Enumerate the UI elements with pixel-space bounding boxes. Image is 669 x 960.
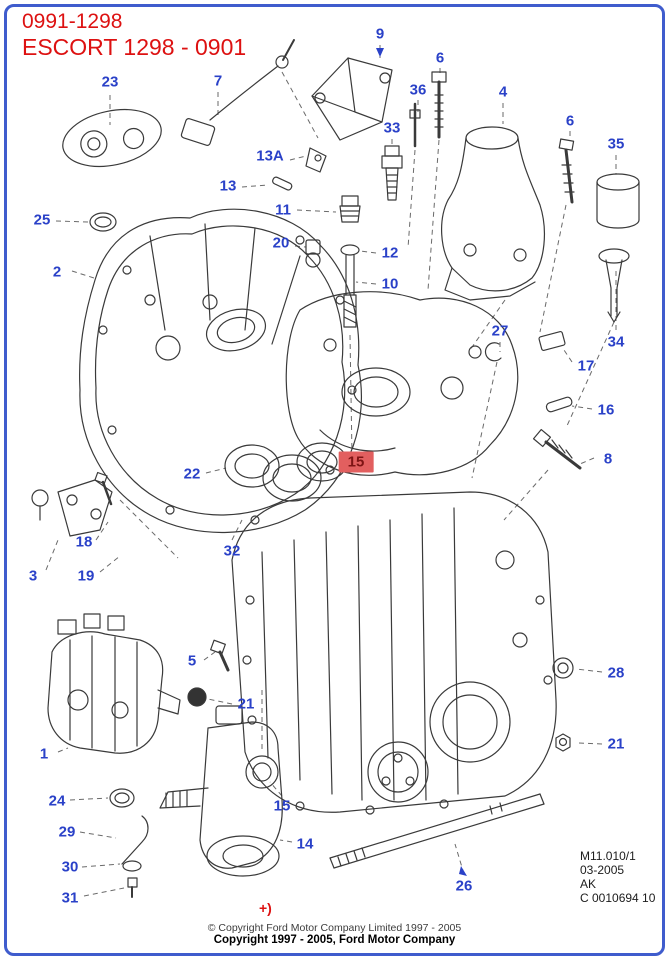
callout-2[interactable]: 2 [52,263,62,281]
bolt-drawing [431,71,447,139]
callout-23[interactable]: 23 [101,73,119,91]
callout-20[interactable]: 20 [272,234,290,252]
bracket13a-drawing [305,147,327,173]
callout-13A[interactable]: 13A [256,147,284,165]
doc-ref-line: C 0010694 10 [580,891,656,905]
callout-34[interactable]: 34 [607,333,625,351]
callout-14[interactable]: 14 [296,835,314,853]
pin-drawing [545,396,573,413]
callout-22[interactable]: 22 [183,465,201,483]
callout-29[interactable]: 29 [58,823,76,841]
c-clip-drawing [484,342,502,362]
seal-rings-drawing [224,442,348,502]
callout-18[interactable]: 18 [75,533,93,551]
seal24-drawing [109,788,135,808]
grommet28-drawing [552,657,574,679]
callout-15[interactable]: 15 [338,451,374,473]
callout-21-2[interactable]: 21 [607,735,625,753]
pin13-drawing [272,176,293,191]
pump-drawing [159,705,283,877]
leader-lines [45,45,617,897]
callout-12[interactable]: 12 [381,244,399,262]
callout-16[interactable]: 16 [597,401,615,419]
gearbox-assembly-drawing [47,613,181,754]
shaft-drawing [329,793,545,869]
callout-36[interactable]: 36 [409,81,427,99]
nut21-drawing [555,733,571,752]
cap-drawing [596,173,640,229]
callout-19[interactable]: 19 [77,567,95,585]
page-title: 0991-1298 ESCORT 1298 - 0901 [22,10,246,61]
callout-32[interactable]: 32 [223,542,241,560]
copyright-line1: © Copyright Ford Motor Company Limited 1… [207,922,462,934]
title-model: ESCORT 1298 - 0901 [22,34,247,61]
callout-8[interactable]: 8 [603,450,613,468]
main-case-drawing [231,491,557,815]
callout-30[interactable]: 30 [61,858,79,876]
callout-7[interactable]: 7 [213,72,223,90]
stud-drawing [409,102,421,148]
doc-ref-line: M11.010/1 [580,849,636,863]
clip-drawing [538,330,566,352]
breather-drawing [339,195,361,328]
callout-6[interactable]: 6 [435,49,445,67]
callout-15-2[interactable]: 15 [273,797,291,815]
callout-5[interactable]: 5 [187,652,197,670]
callout-35[interactable]: 35 [607,135,625,153]
triangular-cover-drawing [311,57,393,141]
callout-28[interactable]: 28 [607,664,625,682]
callout-33[interactable]: 33 [383,119,401,137]
callout-21[interactable]: 21 [237,695,255,713]
grommet-drawing [305,239,321,268]
callout-9[interactable]: 9 [375,25,385,43]
mount-bracket-drawing [31,471,113,537]
callout-13[interactable]: 13 [219,177,237,195]
plug-drawing [598,248,630,323]
ring-drawing [89,212,117,232]
callout-26-arrow-icon [459,866,467,876]
bolt3-drawing [532,428,582,470]
upper-case-drawing [285,291,519,476]
callout-25[interactable]: 25 [33,211,51,229]
cable-drawing [180,39,295,146]
plug21-drawing [187,687,207,707]
callout-27[interactable]: 27 [491,322,509,340]
title-code: 0991-1298 [22,10,123,33]
housing-drawing [441,126,545,301]
bolt5-drawing [210,639,230,672]
callout-17[interactable]: 17 [577,357,595,375]
callout-31[interactable]: 31 [61,889,79,907]
bolt2-drawing [558,138,575,204]
callout-11[interactable]: 11 [275,201,291,219]
copyright-block: © Copyright Ford Motor Company Limited 1… [0,923,669,946]
doc-ref-line: 03-2005 [580,863,625,877]
callout-9-arrow-icon [376,48,384,57]
callout-1[interactable]: 1 [39,745,49,763]
cover-plate-drawing [62,109,162,167]
copyright-line2: Copyright 1997 - 2005, Ford Motor Compan… [213,934,456,946]
callout-3[interactable]: 3 [28,567,38,585]
switch-drawing [381,145,403,201]
callout-6-2[interactable]: 6 [565,112,575,130]
small-fasteners-drawing [121,815,149,898]
doc-ref-line: AK [580,877,597,891]
callout-10[interactable]: 10 [381,275,399,293]
callout-4[interactable]: 4 [498,83,508,101]
callout-24[interactable]: 24 [48,792,66,810]
footnote-marker: +) [259,900,272,916]
callout-26[interactable]: 26 [455,877,473,895]
